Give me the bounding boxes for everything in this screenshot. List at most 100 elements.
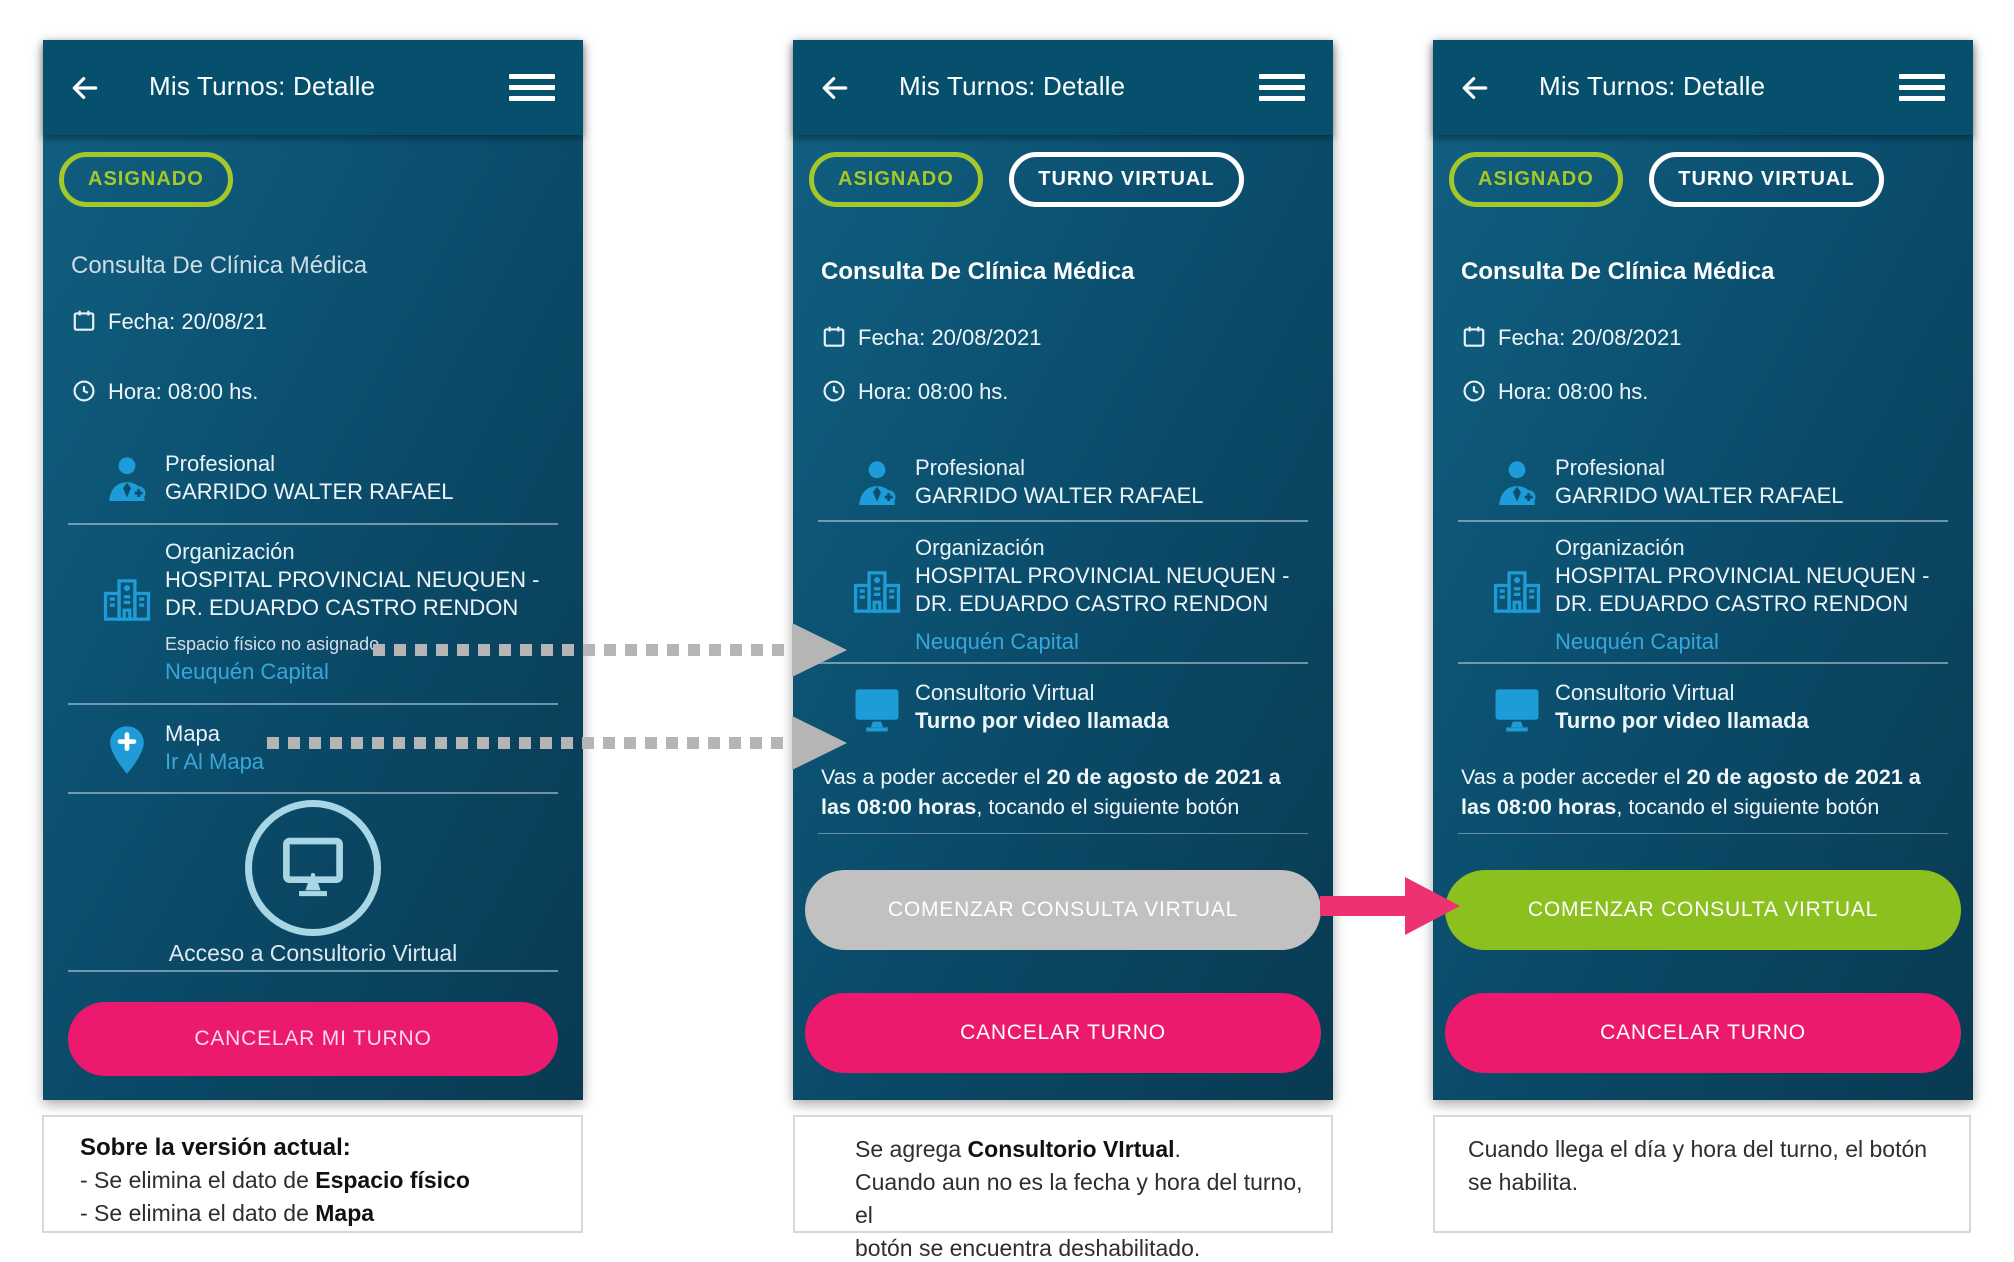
organization-label: Organización	[1555, 535, 1685, 560]
divider	[68, 792, 558, 794]
dotted-arrow-head-icon	[792, 623, 847, 677]
date-value: Fecha: 20/08/21	[108, 309, 268, 334]
date-value: Fecha: 20/08/2021	[858, 325, 1042, 350]
caption-line: - Se elimina el dato de Mapa	[80, 1200, 375, 1226]
divider	[68, 970, 558, 972]
divider	[1458, 520, 1948, 522]
hospital-icon	[1493, 571, 1541, 613]
professional-name: GARRIDO WALTER RAFAEL	[1555, 483, 1844, 508]
hospital-icon	[853, 571, 901, 613]
professional-label: Profesional	[165, 451, 276, 476]
hospital-icon	[103, 579, 151, 621]
status-badges: ASIGNADO	[59, 152, 233, 207]
cancel-appointment-button[interactable]: CANCELAR TURNO	[1445, 993, 1961, 1073]
professional-name: GARRIDO WALTER RAFAEL	[915, 483, 1204, 508]
calendar-icon	[823, 326, 845, 347]
location-link[interactable]: Neuquén Capital	[915, 629, 1079, 654]
access-text-bold: 20 de agosto de 2021 a las 08:00 horas	[821, 765, 1281, 819]
virtual-office-label: Consultorio Virtual	[915, 680, 1095, 705]
caption-line: Cuando aun no es la fecha y hora del tur…	[855, 1169, 1303, 1228]
date-row: Fecha: 20/08/21	[71, 308, 559, 335]
doctor-icon	[1499, 461, 1536, 505]
caption-disabled-state: Se agrega Consultorio VIrtual. Cuando au…	[793, 1115, 1333, 1261]
video-call-label: Turno por video llamada	[915, 708, 1169, 733]
app-header: Mis Turnos: Detalle	[1433, 40, 1973, 135]
start-virtual-consultation-button-disabled[interactable]: COMENZAR CONSULTA VIRTUAL	[805, 870, 1321, 950]
monitor-icon	[283, 837, 343, 897]
caption-enabled-state: Cuando llega el día y hora del turno, el…	[1433, 1115, 1971, 1233]
back-arrow-icon[interactable]	[819, 72, 851, 104]
badge-turno-virtual: TURNO VIRTUAL	[1009, 152, 1244, 207]
clock-icon	[823, 380, 845, 402]
dotted-arrow-head-icon	[792, 716, 847, 770]
app-header: Mis Turnos: Detalle	[793, 40, 1333, 135]
time-value: Hora: 08:00 hs.	[1498, 379, 1649, 404]
location-link[interactable]: Neuquén Capital	[165, 659, 329, 684]
date-row: Fecha: 20/08/2021	[1461, 324, 1949, 351]
calendar-icon	[73, 310, 95, 331]
caption-line: se habilita.	[1468, 1169, 1578, 1195]
pink-arrow-head-icon	[1405, 877, 1460, 935]
page-title: Mis Turnos: Detalle	[899, 71, 1126, 101]
caption-line: botón se encuentra deshabilitado.	[855, 1235, 1201, 1261]
access-text-part: Vas a poder acceder el	[821, 765, 1047, 789]
page-title: Mis Turnos: Detalle	[1539, 71, 1766, 101]
go-to-map-link[interactable]: Ir Al Mapa	[165, 749, 265, 774]
organization-name-line2: DR. EDUARDO CASTRO RENDON	[915, 591, 1269, 616]
phone-screen-virtual-disabled: Mis Turnos: Detalle ASIGNADO TURNO VIRTU…	[793, 40, 1333, 1100]
date-value: Fecha: 20/08/2021	[1498, 325, 1682, 350]
caption-line: - Se elimina el dato de Espacio físico	[80, 1167, 470, 1193]
doctor-icon	[109, 457, 146, 501]
virtual-office-access-button[interactable]	[245, 800, 381, 936]
dotted-arrow-espacio-fisico	[373, 644, 797, 656]
date-row: Fecha: 20/08/2021	[821, 324, 1309, 351]
time-row: Hora: 08:00 hs.	[71, 378, 559, 405]
professional-name: GARRIDO WALTER RAFAEL	[165, 479, 454, 504]
organization-name-line1: HOSPITAL PROVINCIAL NEUQUEN -	[1555, 563, 1930, 588]
professional-label: Profesional	[1555, 455, 1666, 480]
access-text-bold: 20 de agosto de 2021 a las 08:00 horas	[1461, 765, 1921, 819]
hamburger-menu-icon[interactable]	[509, 74, 555, 107]
service-name: Consulta De Clínica Médica	[71, 252, 368, 279]
clock-icon	[73, 380, 95, 402]
service-name: Consulta De Clínica Médica	[821, 258, 1135, 285]
status-badges: ASIGNADO TURNO VIRTUAL	[809, 152, 1244, 207]
hamburger-menu-icon[interactable]	[1899, 74, 1945, 107]
video-call-label: Turno por video llamada	[1555, 708, 1809, 733]
time-value: Hora: 08:00 hs.	[858, 379, 1009, 404]
access-info-text: Vas a poder acceder el 20 de agosto de 2…	[1461, 762, 1939, 822]
organization-name-line2: DR. EDUARDO CASTRO RENDON	[165, 595, 519, 620]
divider	[68, 523, 558, 525]
back-arrow-icon[interactable]	[69, 72, 101, 104]
physical-space-note: Espacio físico no asignado	[165, 634, 380, 654]
service-name: Consulta De Clínica Médica	[1461, 258, 1775, 285]
status-badge-asignado: ASIGNADO	[1449, 152, 1623, 207]
professional-label: Profesional	[915, 455, 1026, 480]
organization-name-line2: DR. EDUARDO CASTRO RENDON	[1555, 591, 1909, 616]
status-badge-asignado: ASIGNADO	[59, 152, 233, 207]
caption-line: Se agrega Consultorio VIrtual.	[855, 1136, 1181, 1162]
location-link[interactable]: Neuquén Capital	[1555, 629, 1719, 654]
caption-current-version: Sobre la versión actual: - Se elimina el…	[42, 1115, 583, 1233]
divider	[68, 703, 558, 705]
badge-turno-virtual: TURNO VIRTUAL	[1649, 152, 1884, 207]
virtual-office-label: Consultorio Virtual	[1555, 680, 1735, 705]
time-row: Hora: 08:00 hs.	[1461, 378, 1949, 405]
monitor-icon	[855, 689, 899, 732]
start-virtual-consultation-button-enabled[interactable]: COMENZAR CONSULTA VIRTUAL	[1445, 870, 1961, 950]
time-value: Hora: 08:00 hs.	[108, 379, 259, 404]
back-arrow-icon[interactable]	[1459, 72, 1491, 104]
calendar-icon	[1463, 326, 1485, 347]
organization-name-line1: HOSPITAL PROVINCIAL NEUQUEN -	[915, 563, 1290, 588]
phone-screen-virtual-enabled: Mis Turnos: Detalle ASIGNADO TURNO VIRTU…	[1433, 40, 1973, 1100]
hamburger-menu-icon[interactable]	[1259, 74, 1305, 107]
cancel-my-appointment-button[interactable]: CANCELAR MI TURNO	[68, 1002, 558, 1076]
access-info-text: Vas a poder acceder el 20 de agosto de 2…	[821, 762, 1299, 822]
caption-line: Cuando llega el día y hora del turno, el…	[1468, 1136, 1928, 1162]
page-title: Mis Turnos: Detalle	[149, 71, 376, 101]
organization-label: Organización	[165, 539, 295, 564]
divider	[1458, 662, 1948, 664]
cancel-appointment-button[interactable]: CANCELAR TURNO	[805, 993, 1321, 1073]
divider	[818, 833, 1308, 834]
